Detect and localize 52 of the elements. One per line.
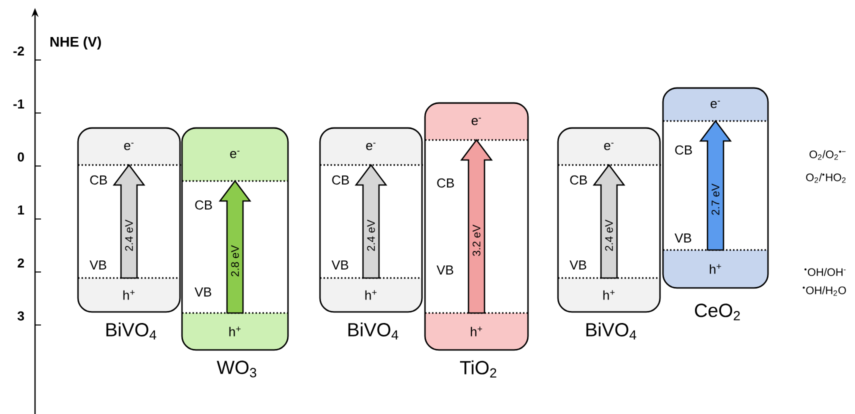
gap-label: 2.7 eV bbox=[712, 184, 720, 215]
gap-label: 2.4 eV bbox=[125, 220, 133, 251]
band-box bbox=[557, 127, 662, 313]
tick-label: 1 bbox=[18, 206, 24, 214]
material-label: BiVO$_{4}$ bbox=[586, 322, 636, 340]
tick-label: 0 bbox=[18, 152, 24, 162]
tick-label: 2 bbox=[18, 258, 24, 268]
electron-label: e$^{-}$ bbox=[124, 142, 134, 150]
band-box bbox=[319, 127, 424, 313]
band-box bbox=[181, 127, 289, 351]
material-label: BiVO$_{4}$ bbox=[348, 322, 398, 340]
material-label: BiVO$_{4}$ bbox=[106, 322, 156, 340]
gap-label: 2.4 eV bbox=[605, 220, 613, 251]
gap-label: 2.8 eV bbox=[231, 245, 239, 276]
potential-label: $^{•}$OH/H$_{2}$O bbox=[802, 286, 846, 296]
electron-label: e$^{-}$ bbox=[230, 150, 240, 158]
axis-title: NHE (V) bbox=[50, 36, 101, 50]
band-label: CB bbox=[570, 175, 587, 185]
hole-label: h$^{+}$ bbox=[603, 290, 615, 300]
band-box bbox=[424, 102, 529, 351]
gap-label: 2.4 eV bbox=[367, 220, 375, 251]
band-label: CB bbox=[195, 200, 212, 210]
band-box bbox=[77, 127, 182, 313]
band-label: CB bbox=[332, 175, 349, 185]
band-box bbox=[662, 87, 769, 289]
electron-label: e$^{-}$ bbox=[366, 142, 376, 150]
band-label: CB bbox=[437, 178, 454, 188]
band-label: VB bbox=[194, 288, 212, 296]
potential-label: O$_{2}$/$^{•}$HO$_{2}$ bbox=[806, 173, 846, 183]
band-label: VB bbox=[332, 260, 348, 270]
band-label: VB bbox=[436, 266, 454, 274]
material-label: CeO$_{2}$ bbox=[694, 304, 740, 320]
hole-label: h$^{+}$ bbox=[470, 326, 482, 336]
hole-label: h$^{+}$ bbox=[123, 290, 135, 300]
gap-label: 3.2 eV bbox=[472, 224, 480, 256]
tick-label: -2 bbox=[13, 46, 24, 56]
band-label: VB bbox=[674, 234, 692, 242]
band-label: CB bbox=[675, 145, 692, 155]
electron-label: e$^{-}$ bbox=[710, 100, 720, 108]
band-label: VB bbox=[90, 260, 106, 270]
tick-label: 3 bbox=[18, 311, 24, 321]
band-label: VB bbox=[570, 260, 586, 270]
material-label: TiO$_{2}$ bbox=[460, 360, 496, 378]
material-label: WO$_{3}$ bbox=[216, 360, 256, 378]
band-label: CB bbox=[90, 175, 107, 185]
potential-label: $^{•}$OH/OH$^{-}$ bbox=[804, 268, 846, 276]
tick-label: -1 bbox=[13, 100, 24, 108]
hole-label: h$^{+}$ bbox=[229, 326, 241, 336]
hole-label: h$^{+}$ bbox=[710, 264, 722, 274]
electron-label: e$^{-}$ bbox=[472, 118, 481, 126]
hole-label: h$^{+}$ bbox=[365, 290, 377, 300]
electron-label: e$^{-}$ bbox=[604, 142, 614, 150]
